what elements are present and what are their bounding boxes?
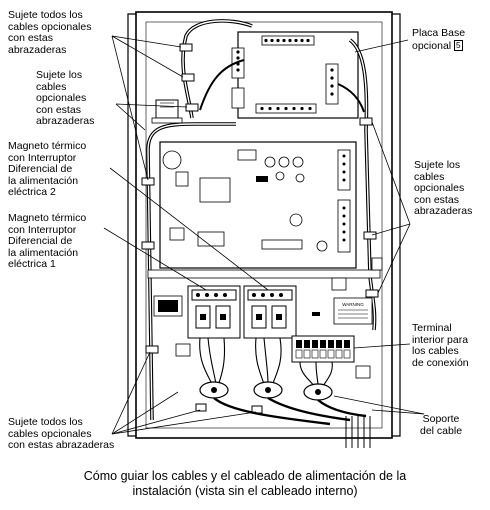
leader-lines <box>103 35 425 435</box>
din-rail <box>147 269 381 279</box>
board-components <box>162 149 351 253</box>
label-base-plate: Placa Base opcional 5 <box>412 27 466 52</box>
warning-label-text: WARNING <box>342 302 364 307</box>
cabinet-inner-edge <box>145 21 383 429</box>
diagram-caption: Cómo guiar los cables y el cableado de a… <box>83 469 407 498</box>
label-clamps-top-left: Sujete todos los cables opcionales con e… <box>8 9 92 56</box>
label-clamps-right: Sujete los cables opcionales con estas a… <box>414 159 473 217</box>
power-wiring <box>199 337 333 389</box>
breaker-2 <box>243 285 297 339</box>
warning-label <box>333 297 373 325</box>
label-base-plate-text: Placa Base opcional <box>412 27 466 52</box>
label-terminal: Terminal interior para los cables de con… <box>412 322 469 369</box>
label-clamps-upper-left: Sujete los cables opcionales con estas a… <box>36 69 95 127</box>
base-plate-ref-number: 5 <box>454 39 463 51</box>
label-cable-support: Soporte del cable <box>420 413 463 437</box>
label-breaker-1: Magneto térmico con Interruptor Diferenc… <box>8 212 87 270</box>
main-control-board <box>159 141 357 269</box>
label-clamps-bottom-left: Sujete todos los cables opcionales con e… <box>8 416 115 451</box>
label-breaker-2: Magneto térmico con Interruptor Diferenc… <box>8 140 87 198</box>
cable-clamps <box>141 43 379 414</box>
breaker-1 <box>187 285 241 339</box>
